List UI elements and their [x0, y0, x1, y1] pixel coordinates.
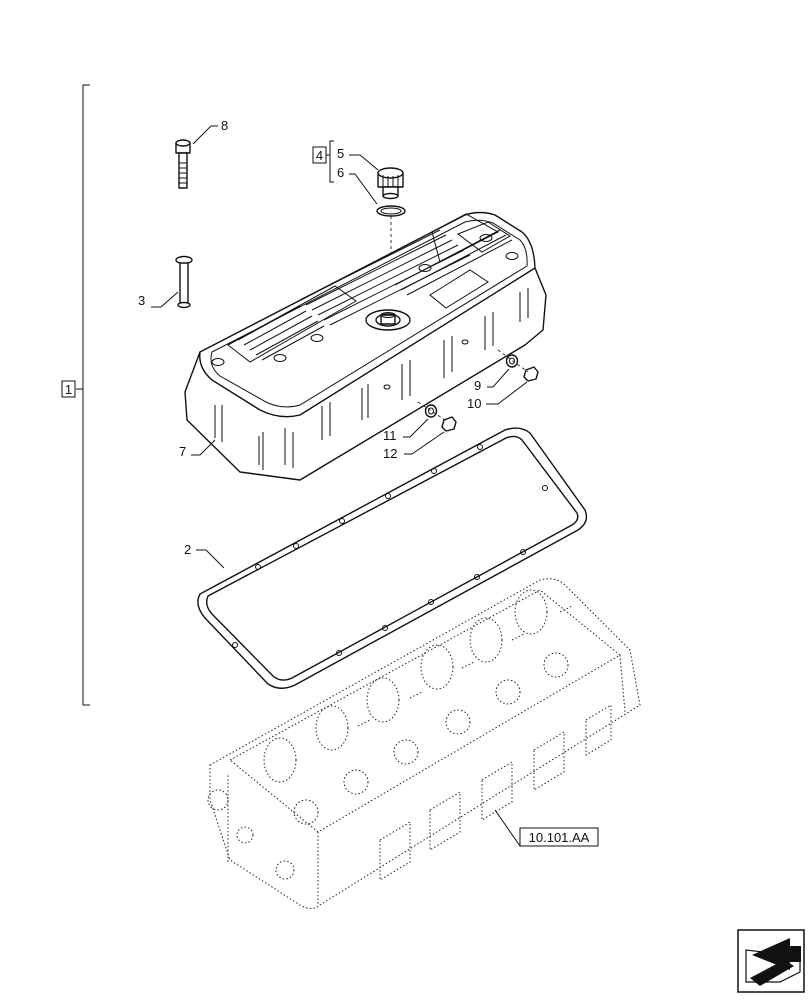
callout-11: 11 [383, 428, 397, 443]
callout-9: 9 [474, 378, 481, 393]
cooling-fins [237, 229, 513, 361]
assembly-bracket: 1 [61, 84, 90, 706]
callout-3: 3 [138, 293, 145, 308]
cap-kit: 4 5 6 [312, 140, 406, 305]
gasket: 2 [184, 427, 588, 689]
callout-4: 4 [316, 148, 323, 163]
callout-12: 12 [383, 446, 397, 461]
plug-rear: 9 10 [467, 349, 539, 411]
callout-2: 2 [184, 542, 191, 557]
reference-label: 10.101.AA [529, 830, 590, 845]
bolt: 8 [175, 118, 228, 189]
callout-10: 10 [467, 396, 481, 411]
callout-8: 8 [221, 118, 228, 133]
cylinder-head: 10.101.AA [207, 578, 641, 909]
plug-front: 11 12 [383, 401, 457, 461]
stud-sleeve: 3 [138, 255, 193, 309]
callout-5: 5 [337, 146, 344, 161]
callout-7: 7 [179, 444, 186, 459]
valve-cover: 7 [179, 211, 547, 481]
next-page-arrow-icon[interactable] [737, 929, 805, 993]
callout-1: 1 [65, 382, 72, 397]
callout-6: 6 [337, 165, 344, 180]
